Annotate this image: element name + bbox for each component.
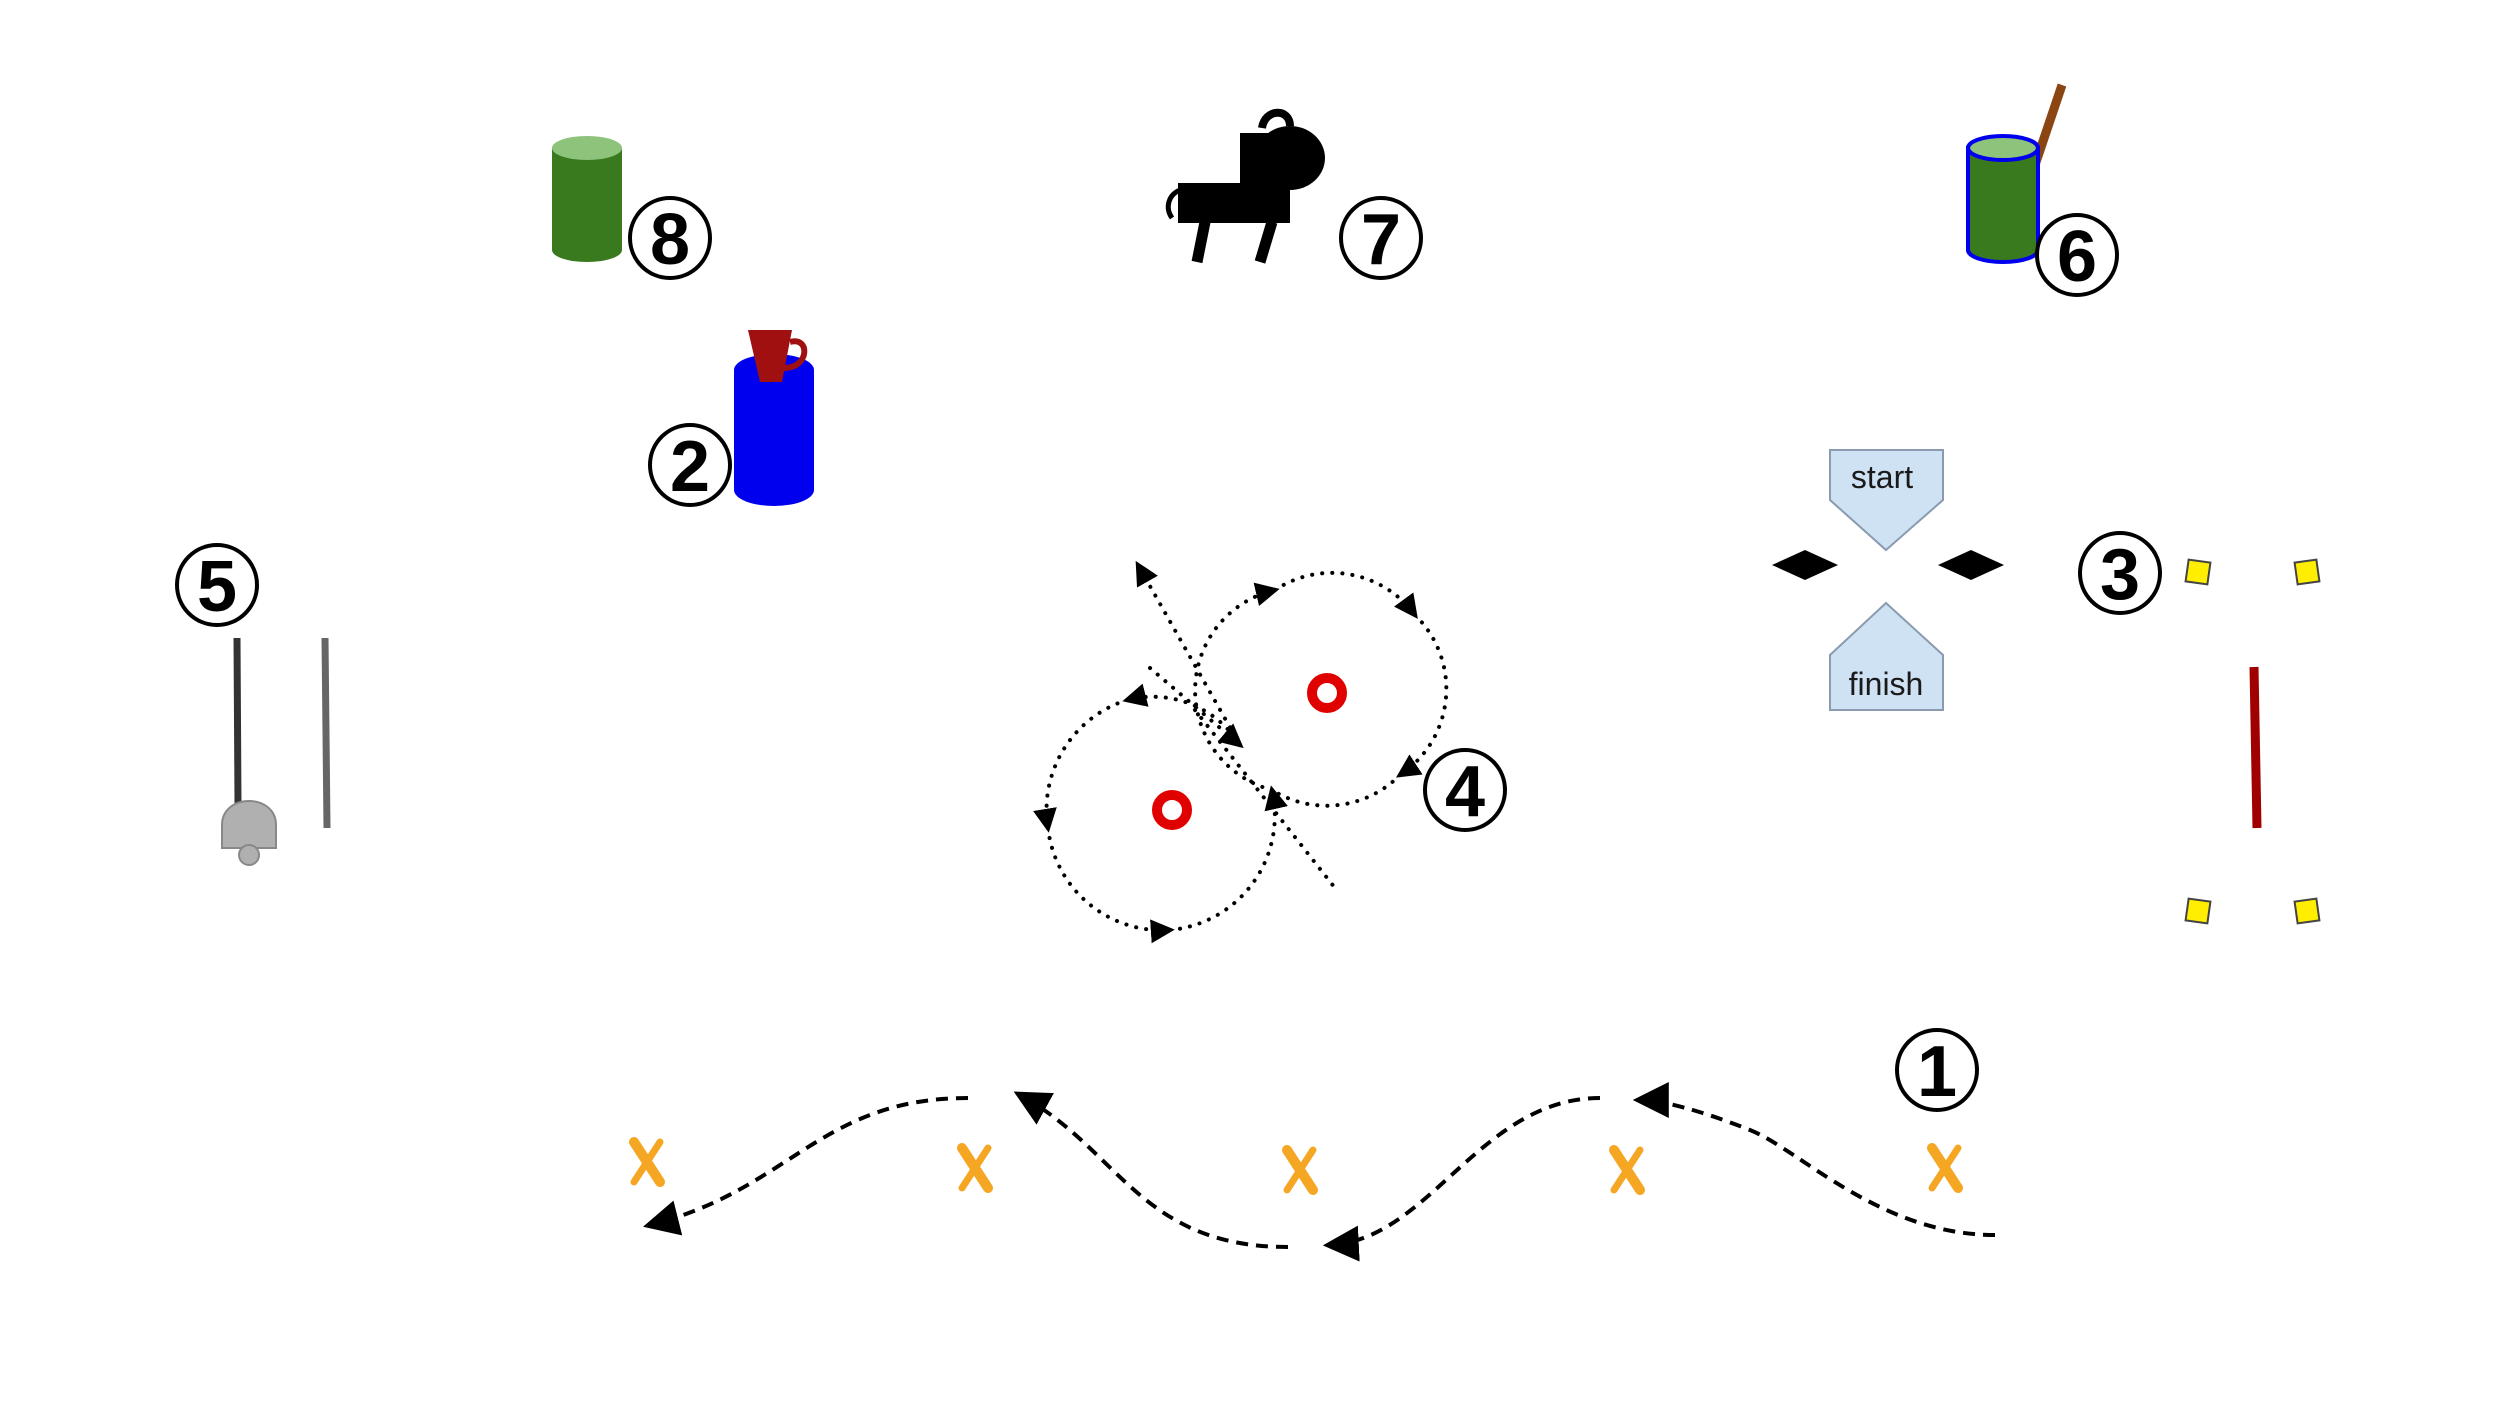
svg-text:6: 6 — [2057, 217, 2097, 297]
bell-icon — [221, 800, 277, 866]
start-sign[interactable]: start — [1829, 449, 1944, 552]
horse-icon — [1165, 108, 1325, 264]
finish-sign[interactable]: finish — [1829, 601, 1944, 711]
svg-text:2: 2 — [670, 427, 710, 507]
green-barrel-icon — [552, 136, 622, 262]
station-1-number: 1 — [1895, 1028, 1979, 1112]
svg-text:finish: finish — [1849, 666, 1924, 702]
station-5-number: 5 — [175, 543, 259, 627]
cone-icon — [629, 1137, 665, 1187]
svg-text:start: start — [1851, 459, 1913, 495]
svg-text:3: 3 — [2100, 535, 2140, 615]
station-3-number: 3 — [2078, 531, 2162, 615]
svg-text:4: 4 — [1445, 752, 1485, 832]
svg-text:8: 8 — [650, 200, 690, 280]
cone-icon — [1282, 1145, 1318, 1195]
figure-eight-pattern — [1033, 560, 1449, 944]
ring-marker-right — [1307, 673, 1347, 713]
cone-icon — [1927, 1143, 1963, 1193]
red-pole — [2249, 666, 2262, 829]
cone-icon — [1609, 1145, 1645, 1195]
serpentine-path — [643, 1082, 1996, 1262]
bell-pole-icon — [221, 637, 331, 866]
station-7-number: 7 — [1339, 196, 1423, 280]
yellow-marker-group — [2184, 558, 2321, 925]
station-4-number: 4 — [1423, 748, 1507, 832]
station-2-number: 2 — [648, 423, 732, 507]
station-6-number: 6 — [2035, 213, 2119, 297]
svg-text:7: 7 — [1361, 200, 1401, 280]
diamond-marker-icon — [1938, 550, 2004, 580]
svg-text:5: 5 — [197, 547, 237, 627]
cone-icon — [957, 1143, 993, 1193]
diamond-marker-icon — [1772, 550, 1838, 580]
blue-barrel-with-jug-icon — [734, 330, 814, 506]
ring-marker-left — [1152, 790, 1192, 830]
station-8-number: 8 — [628, 196, 712, 280]
svg-text:1: 1 — [1917, 1032, 1957, 1112]
